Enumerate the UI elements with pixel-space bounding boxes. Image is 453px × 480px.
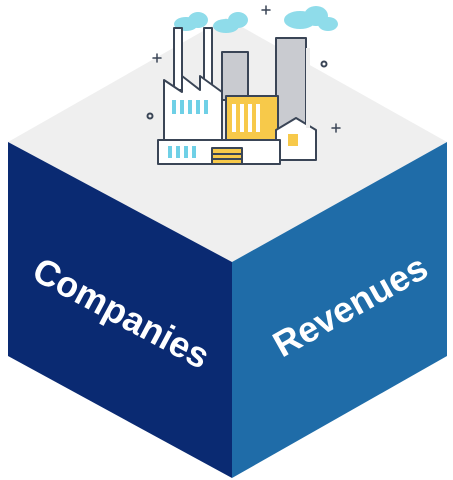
sparkle-icon <box>152 5 341 133</box>
cube-right-face <box>232 142 447 478</box>
factory-icon <box>146 5 341 165</box>
cube-left-face <box>8 142 232 478</box>
cloud-icon <box>174 6 338 33</box>
